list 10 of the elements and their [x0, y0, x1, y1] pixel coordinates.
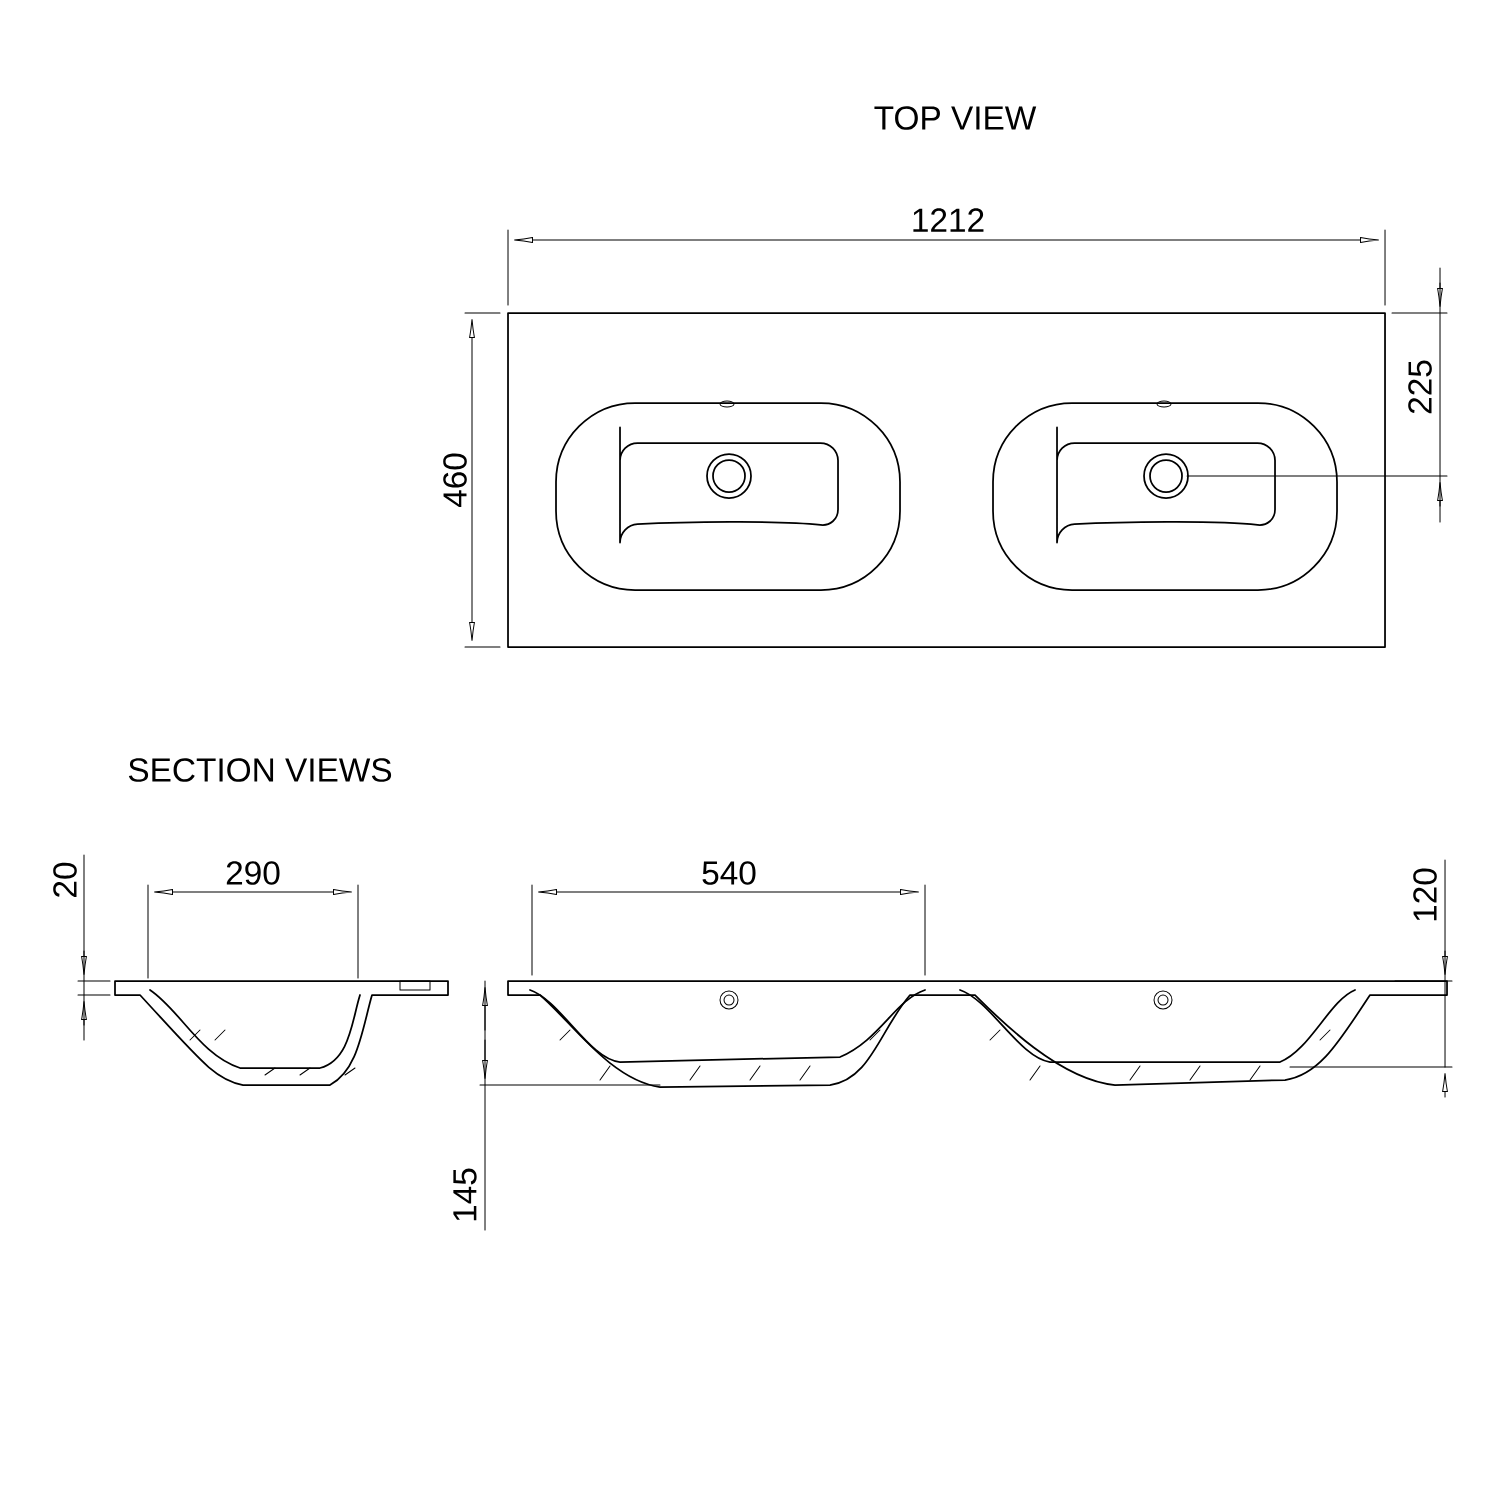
view-title: SECTION VIEWS: [128, 758, 392, 782]
dimension-value: 120: [1413, 868, 1437, 921]
dimension-value: 225: [1408, 360, 1432, 414]
view-title: TOP VIEW: [874, 106, 1037, 130]
dimension-value: 145: [453, 1168, 477, 1221]
dimension-value: 20: [53, 862, 77, 897]
dimension-value: 1212: [913, 208, 984, 232]
dimension-value: 540: [702, 861, 756, 885]
dimension-value: 290: [226, 861, 280, 885]
dimension-value: 460: [443, 453, 467, 508]
